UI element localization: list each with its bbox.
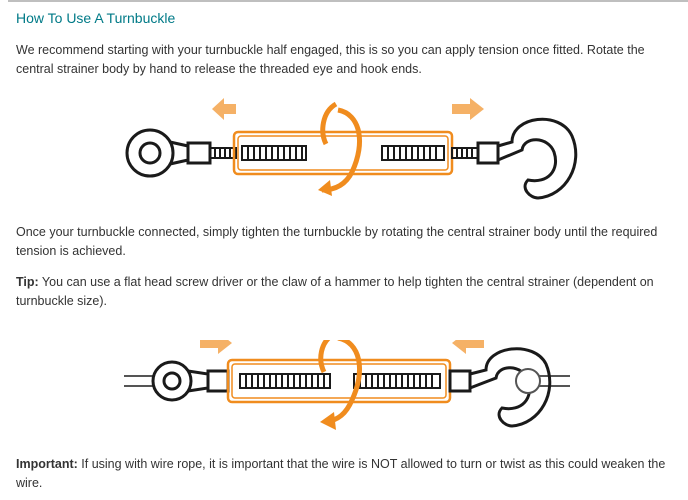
tip-paragraph: Tip: You can use a flat head screw drive… xyxy=(16,273,680,311)
hook-end xyxy=(476,117,578,200)
tighten-paragraph: Once your turnbuckle connected, simply t… xyxy=(16,225,658,258)
strainer-body-highlight xyxy=(226,358,452,404)
right-outward-arrow-icon xyxy=(452,98,484,120)
left-outward-arrow-icon xyxy=(212,98,236,120)
hook-end xyxy=(448,347,552,428)
important-paragraph: Important: If using with wire rope, it i… xyxy=(16,455,680,493)
rotate-arrow-icon xyxy=(320,101,362,193)
strainer-threads xyxy=(239,373,441,389)
important-label: Important: xyxy=(16,457,78,471)
turnbuckle-tighten-diagram xyxy=(124,340,570,430)
left-thread xyxy=(209,147,237,159)
important-text: If using with wire rope, it is important… xyxy=(16,457,666,490)
intro-paragraph: We recommend starting with your turnbuck… xyxy=(16,43,645,76)
tip-text: You can use a flat head screw driver or … xyxy=(16,275,654,308)
right-thread xyxy=(451,147,479,159)
eye-end xyxy=(151,360,230,402)
tip-label: Tip: xyxy=(16,275,39,289)
turnbuckle-loosen-diagram xyxy=(125,98,578,200)
top-divider xyxy=(8,0,688,2)
strainer-threads xyxy=(241,145,445,161)
left-inward-arrow-icon xyxy=(200,340,232,354)
rotate-arrow-icon xyxy=(318,340,362,425)
right-inward-arrow-icon xyxy=(452,340,484,354)
eye-end xyxy=(125,128,212,178)
section-title: How To Use A Turnbuckle xyxy=(16,10,176,26)
